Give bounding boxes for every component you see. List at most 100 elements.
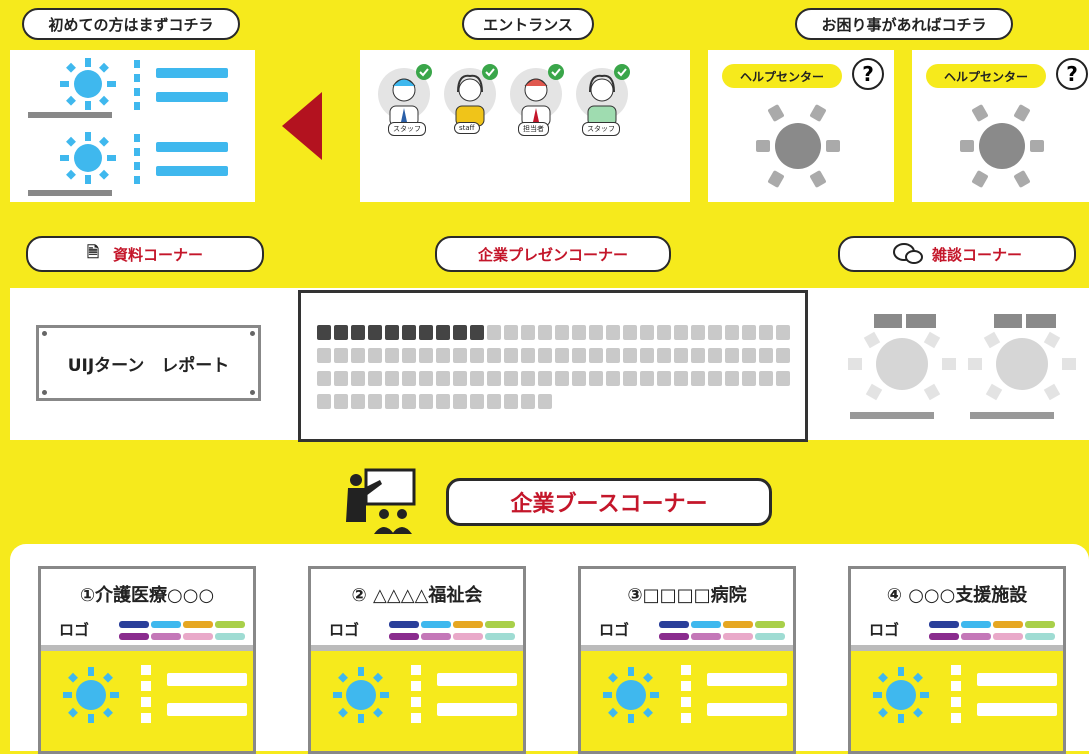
seat xyxy=(606,348,620,363)
presentation-hall[interactable] xyxy=(298,290,808,442)
seat xyxy=(487,325,501,340)
booth-title: ③□□□□病院 xyxy=(627,585,747,606)
seat xyxy=(742,371,756,386)
seat xyxy=(657,371,671,386)
seat xyxy=(640,371,654,386)
booth-corner-label: 企業ブースコーナー xyxy=(446,478,772,526)
booth-title: ④ ○○○支援施設 xyxy=(886,585,1028,606)
first-timers-label: 初めての方はまずコチラ xyxy=(22,8,240,40)
seat xyxy=(691,325,705,340)
question-icon: ? xyxy=(852,58,884,90)
seat xyxy=(674,348,688,363)
seat xyxy=(725,325,739,340)
presentation-corner-label: 企業プレゼンコーナー xyxy=(435,236,671,272)
booth-screen xyxy=(581,645,793,751)
seat xyxy=(504,371,518,386)
seat xyxy=(589,325,603,340)
booth-screen-illustration xyxy=(333,665,517,723)
seat xyxy=(334,371,348,386)
booth-logo-label: ロゴ xyxy=(599,621,630,639)
seat xyxy=(521,394,535,409)
seat xyxy=(555,348,569,363)
seat xyxy=(589,348,603,363)
logo-color-bars xyxy=(389,621,515,640)
company-booth[interactable]: ④ ○○○支援施設ロゴ xyxy=(848,566,1066,754)
seat xyxy=(351,371,365,386)
help-label: お困り事があればコチラ xyxy=(795,8,1013,40)
seat xyxy=(368,371,382,386)
seat xyxy=(640,325,654,340)
seat xyxy=(436,394,450,409)
booth-title: ①介護医療○○○ xyxy=(79,585,215,606)
seat xyxy=(538,394,552,409)
seat xyxy=(402,394,416,409)
seat xyxy=(538,348,552,363)
staff-avatars xyxy=(378,64,630,127)
info-screen-illustration xyxy=(28,58,228,196)
seat xyxy=(589,371,603,386)
staff-avatar-icon xyxy=(378,64,432,127)
round-table-icon xyxy=(848,314,956,419)
seat xyxy=(334,325,348,340)
seat xyxy=(521,325,535,340)
seat xyxy=(572,325,586,340)
seat xyxy=(623,371,637,386)
seat xyxy=(436,371,450,386)
seat xyxy=(385,394,399,409)
seat xyxy=(555,371,569,386)
seat xyxy=(317,348,331,363)
seat xyxy=(453,394,467,409)
logo-color-bars xyxy=(929,621,1055,640)
documents-corner-label: 🗎 資料コーナー xyxy=(26,236,264,272)
seat xyxy=(504,394,518,409)
booth-screen xyxy=(851,645,1063,751)
staff-badge: staff xyxy=(454,122,480,134)
booth-screen xyxy=(311,645,523,751)
booth-logo-label: ロゴ xyxy=(329,621,360,639)
seat xyxy=(487,394,501,409)
seat xyxy=(487,371,501,386)
seat xyxy=(623,325,637,340)
seat xyxy=(691,371,705,386)
seat xyxy=(776,348,790,363)
seat xyxy=(725,371,739,386)
help-center-label: ヘルプセンター xyxy=(722,64,842,88)
first-timers-panel[interactable] xyxy=(10,50,255,202)
report-board[interactable]: UIJターン レポート xyxy=(36,325,261,401)
presentation-seats xyxy=(317,325,790,409)
booth-screen xyxy=(41,645,253,751)
chat-tables xyxy=(848,314,1076,419)
seat xyxy=(402,325,416,340)
company-booth[interactable]: ③□□□□病院ロゴ xyxy=(578,566,796,754)
round-table-icon xyxy=(968,314,1076,419)
seat xyxy=(555,325,569,340)
chat-corner-label: 雑談コーナー xyxy=(838,236,1076,272)
seat xyxy=(419,394,433,409)
seat xyxy=(742,325,756,340)
help-desk-1[interactable]: ヘルプセンター ? xyxy=(708,50,894,202)
seat xyxy=(521,371,535,386)
direction-arrow-icon xyxy=(282,92,322,160)
seat xyxy=(572,371,586,386)
staff-badge: 担当者 xyxy=(518,122,549,136)
help-desk-2[interactable]: ヘルプセンター ? xyxy=(912,50,1089,202)
seat xyxy=(691,348,705,363)
seat xyxy=(708,371,722,386)
seat xyxy=(606,371,620,386)
seat xyxy=(317,371,331,386)
seat xyxy=(453,348,467,363)
seat xyxy=(402,371,416,386)
documents-corner-text: 資料コーナー xyxy=(113,245,204,264)
entrance-panel[interactable]: スタッフ staff 担当者 スタッフ xyxy=(360,50,690,202)
seat xyxy=(419,325,433,340)
booth-screen-illustration xyxy=(603,665,787,723)
logo-color-bars xyxy=(119,621,245,640)
sun-icon xyxy=(333,667,389,723)
booth-screen-illustration xyxy=(63,665,247,723)
company-booth[interactable]: ①介護医療○○○ロゴ xyxy=(38,566,256,754)
seat xyxy=(725,348,739,363)
round-table-icon xyxy=(960,104,1044,188)
report-board-text: UIJターン レポート xyxy=(67,355,230,376)
company-booth[interactable]: ② △△△△福祉会ロゴ xyxy=(308,566,526,754)
seat xyxy=(334,394,348,409)
